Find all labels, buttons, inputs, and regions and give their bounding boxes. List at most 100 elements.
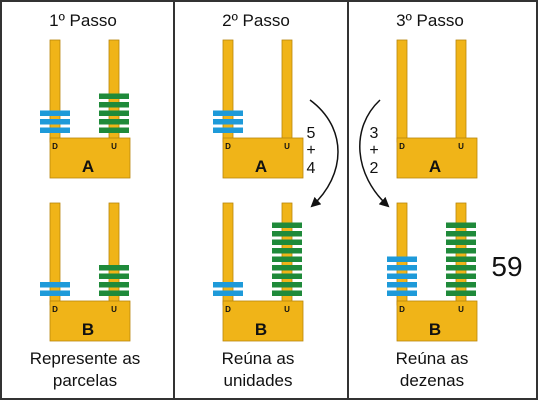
tens-rod [222,202,234,306]
result-value: 59 [491,251,522,282]
units-label: U [284,142,290,151]
tens-rod [396,39,408,143]
abacus-letter: B [429,320,441,339]
tens-label: D [52,142,58,151]
operation-line-2: + [306,142,315,159]
abacus-base [222,137,304,179]
caption-line-1: Reúna as [222,349,295,368]
abacus-letter: A [429,157,441,176]
units-label: U [111,142,117,151]
units-bead [272,222,302,228]
tens-rod [396,202,408,306]
panel-title: 3º Passo [396,11,464,30]
abacus-base [222,300,304,342]
abacus-base [396,137,478,179]
units-bead [272,265,302,271]
tens-bead [213,110,243,116]
units-bead [446,231,476,237]
units-bead [446,256,476,262]
tens-bead [213,119,243,125]
units-label: U [458,305,464,314]
operation-line-3: 2 [370,160,379,177]
move-arrow [309,99,339,208]
tens-bead [387,256,417,262]
units-bead [99,93,129,99]
units-label: U [111,305,117,314]
tens-bead [387,265,417,271]
tens-label: D [399,142,405,151]
panel-step-3: 3º Passo D U A D U B 3 + 2 59 Reúna as dezen… [359,11,523,390]
units-rod [455,39,467,143]
caption-line-2: parcelas [53,371,117,390]
caption-line-2: dezenas [400,371,464,390]
abacus-letter: A [82,157,94,176]
units-bead [272,273,302,279]
caption-line-1: Represente as [30,349,141,368]
panel-title: 2º Passo [222,11,290,30]
units-bead [99,102,129,108]
abacus-a: D U A [213,39,304,179]
units-bead [99,119,129,125]
tens-bead [387,273,417,279]
tens-bead [40,127,70,133]
tens-label: D [399,305,405,314]
units-bead [446,248,476,254]
tens-bead [213,282,243,288]
tens-bead [213,290,243,296]
units-bead [99,273,129,279]
units-bead [272,282,302,288]
tens-bead [40,290,70,296]
tens-bead [213,127,243,133]
abacus-base [396,300,478,342]
tens-bead [40,282,70,288]
abacus-letter: A [255,157,267,176]
tens-label: D [225,305,231,314]
caption-line-1: Reúna as [396,349,469,368]
units-rod [108,202,120,306]
units-bead [99,290,129,296]
units-rod [108,39,120,143]
units-bead [99,110,129,116]
units-bead [272,290,302,296]
tens-rod [49,39,61,143]
units-label: U [284,305,290,314]
abacus-a: D U A [40,39,131,179]
abacus-letter: B [82,320,94,339]
units-label: U [458,142,464,151]
tens-bead [40,119,70,125]
tens-rod [222,39,234,143]
units-bead [446,290,476,296]
units-bead [99,127,129,133]
move-arrow [359,99,390,208]
caption-line-2: unidades [223,371,292,390]
abacus-b: D U B [387,202,478,342]
tens-bead [40,110,70,116]
units-bead [272,239,302,245]
abacus-base [49,137,131,179]
abacus-a: D U A [396,39,478,179]
operation-line-1: 5 [307,125,316,142]
units-rod [281,39,293,143]
abacus-base [49,300,131,342]
units-bead [99,282,129,288]
tens-label: D [52,305,58,314]
abacus-b: D U B [40,202,131,342]
operation-line-2: + [369,142,378,159]
operation-line-1: 3 [370,125,379,142]
units-bead [446,265,476,271]
operation-line-3: 4 [307,160,316,177]
units-bead [446,222,476,228]
units-bead [446,282,476,288]
tens-label: D [225,142,231,151]
units-bead [272,231,302,237]
units-bead [446,273,476,279]
tens-rod [49,202,61,306]
units-rod [455,202,467,306]
units-bead [446,239,476,245]
